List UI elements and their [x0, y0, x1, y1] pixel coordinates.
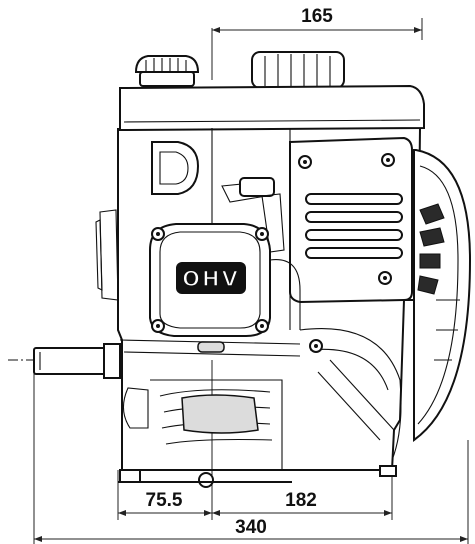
crankcase — [150, 379, 283, 470]
air-filter-cap — [251, 51, 345, 89]
muffler-heat-shield — [289, 136, 413, 304]
engine-body: OHV — [33, 51, 472, 488]
recoil-starter — [413, 149, 472, 442]
engine-housing — [117, 127, 421, 471]
dimension-label-overall: 340 — [235, 517, 267, 538]
output-shaft — [33, 343, 121, 379]
cylinder-head-cover: OHV — [149, 223, 271, 337]
dimension-label-left-base: 75.5 — [146, 490, 183, 511]
dimension-label-top: 165 — [301, 6, 333, 27]
fuel-tank — [119, 84, 425, 132]
ohv-badge: OHV — [182, 267, 240, 291]
dimension-top-165: 165 — [211, 6, 423, 80]
fuel-valve — [151, 141, 200, 195]
dimension-overall-340: 340 — [33, 360, 469, 544]
dimension-label-right-base: 182 — [285, 490, 317, 511]
fuel-cap — [134, 55, 200, 87]
dimension-bottom-split: 75.5 182 — [117, 360, 393, 520]
